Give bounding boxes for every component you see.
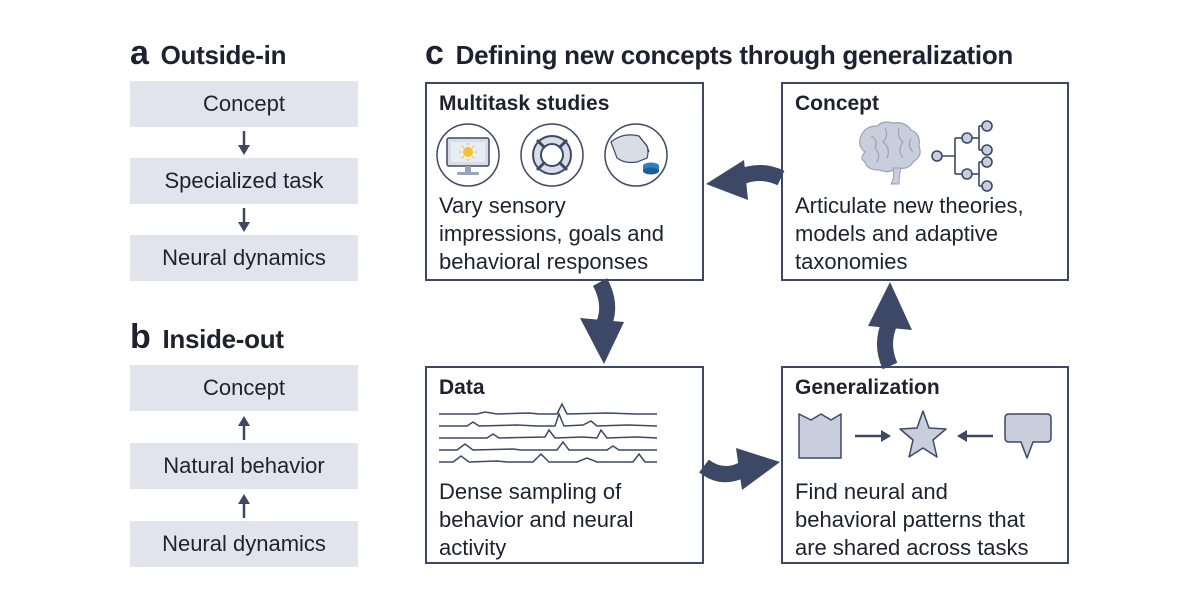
panel-a-letter: a	[130, 34, 149, 72]
text-line: Dense sampling of	[439, 479, 622, 504]
arrow-data-to-generalization	[699, 459, 746, 483]
arrowhead-right-icon	[736, 448, 780, 490]
right-arrow-icon	[855, 430, 891, 442]
up-arrow-icon	[238, 416, 250, 440]
panel-c-letter: c	[425, 34, 444, 72]
arrowhead-up-icon	[868, 282, 912, 330]
panel-b-letter: b	[130, 318, 151, 356]
target-icon	[520, 123, 584, 187]
arrow-multitask-to-data	[592, 278, 616, 327]
concept-text: Articulate new theories, models and adap…	[795, 192, 1024, 276]
generalization-title: Generalization	[795, 376, 940, 399]
text-line: are shared across tasks	[795, 535, 1029, 560]
panel-b-box-natural-behavior: Natural behavior	[130, 443, 358, 489]
text-line: taxonomies	[795, 249, 908, 274]
panel-c-title: Defining new concepts through generaliza…	[455, 40, 1014, 70]
concept-card: Concept	[781, 82, 1069, 281]
text-line: activity	[439, 535, 507, 560]
panel-a-title: Outside-in	[160, 40, 287, 70]
generalization-card: Generalization Find neural and behaviora…	[781, 366, 1069, 564]
panel-a-box-concept: Concept	[130, 81, 358, 127]
generalization-text: Find neural and behavioral patterns that…	[795, 478, 1029, 562]
arrowhead-down-icon	[580, 318, 624, 364]
star-shape-icon	[899, 410, 947, 458]
panel-a-box-specialized-task: Specialized task	[130, 158, 358, 204]
text-line: Articulate new theories,	[795, 193, 1024, 218]
down-arrow-icon	[238, 208, 250, 232]
multitask-studies-text: Vary sensory impressions, goals and beha…	[439, 192, 664, 276]
brain-icon	[859, 121, 921, 185]
arrow-generalization-to-concept	[877, 318, 898, 370]
multitask-studies-card: Multitask studies Vary sensory impressio…	[425, 82, 704, 281]
data-card: Data Dense sampling of behavior and neur…	[425, 366, 704, 564]
panel-b-title: Inside-out	[162, 324, 284, 354]
panel-b-box-concept: Concept	[130, 365, 358, 411]
button-press-icon	[604, 123, 668, 187]
panel-a-box-neural-dynamics: Neural dynamics	[130, 235, 358, 281]
text-line: models and adaptive	[795, 221, 999, 246]
pentagon-shape-icon	[798, 413, 842, 459]
text-line: behavioral patterns that	[795, 507, 1025, 532]
data-title: Data	[439, 376, 485, 399]
text-line: Find neural and	[795, 479, 948, 504]
panel-c-heading: c Defining new concepts through generali…	[425, 34, 1013, 73]
speech-bubble-shape-icon	[1004, 413, 1052, 459]
text-line: impressions, goals and	[439, 221, 665, 246]
text-line: Vary sensory	[439, 193, 566, 218]
up-arrow-icon	[238, 494, 250, 518]
multitask-studies-title: Multitask studies	[439, 92, 610, 115]
left-arrow-icon	[957, 430, 993, 442]
text-line: behavioral responses	[439, 249, 649, 274]
panel-b-heading: b Inside-out	[130, 318, 284, 357]
text-line: behavior and neural	[439, 507, 634, 532]
arrowhead-left-icon	[706, 160, 748, 200]
neural-traces-icon	[439, 402, 658, 463]
panel-b-box-neural-dynamics: Neural dynamics	[130, 521, 358, 567]
data-text: Dense sampling of behavior and neural ac…	[439, 478, 633, 562]
concept-title: Concept	[795, 92, 879, 115]
taxonomy-tree-icon	[931, 120, 993, 192]
monitor-sun-icon	[436, 123, 500, 187]
down-arrow-icon	[238, 131, 250, 155]
panel-a-heading: a Outside-in	[130, 34, 286, 73]
